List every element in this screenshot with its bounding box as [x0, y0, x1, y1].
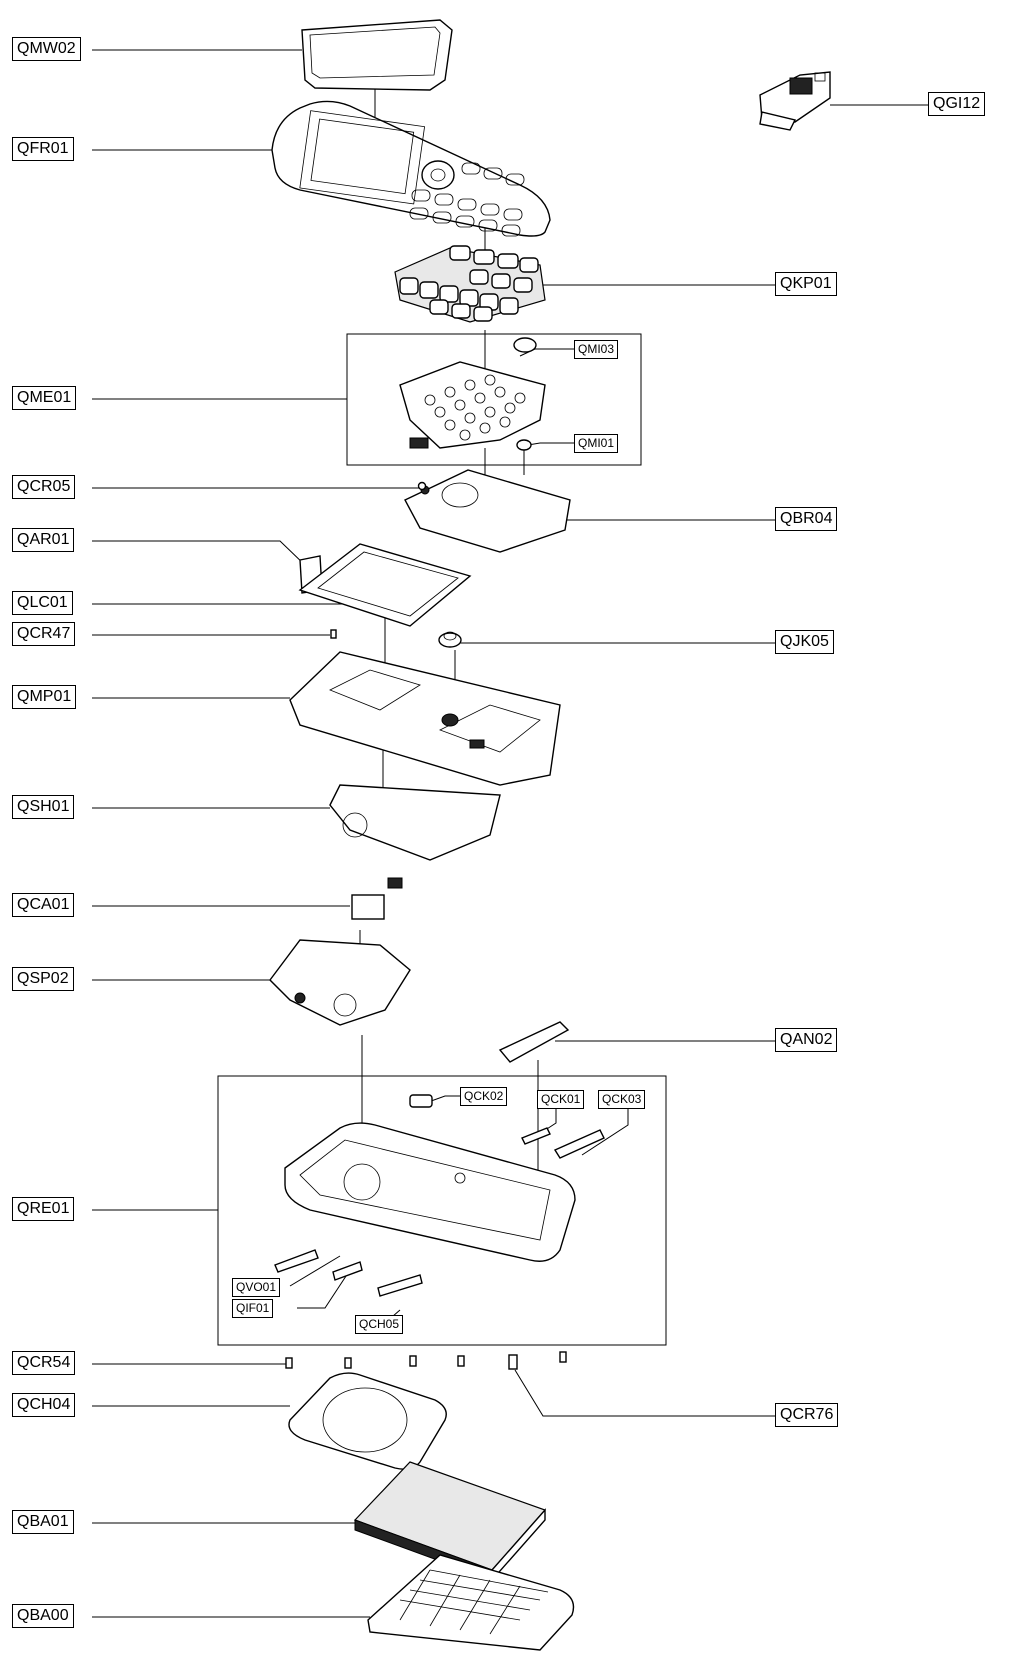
label-qar01: QAR01: [12, 528, 75, 552]
label-qsh01: QSH01: [12, 795, 75, 819]
label-qkp01: QKP01: [775, 272, 837, 296]
label-qch05: QCH05: [355, 1315, 404, 1334]
rear-housing-part: [274, 1094, 605, 1297]
label-qck02: QCK02: [460, 1087, 508, 1106]
cover-part: [288, 1372, 447, 1470]
label-qme01: QME01: [12, 386, 77, 410]
label-qcr47: QCR47: [12, 622, 76, 646]
main-board-part: [289, 651, 561, 786]
keypad-part: [394, 245, 546, 323]
label-qca01: QCA01: [12, 893, 75, 917]
label-qan02: QAN02: [775, 1028, 838, 1052]
window-lens-part: [301, 19, 453, 91]
label-qgi12: QGI12: [928, 92, 986, 116]
screw-qcr05: [417, 481, 427, 491]
label-qjk05: QJK05: [775, 630, 834, 654]
label-qfr01: QFR01: [12, 137, 74, 161]
side-key-qck02: [409, 1094, 433, 1108]
front-frame-part: [271, 100, 551, 237]
label-qck03: QCK03: [598, 1090, 646, 1109]
camera-part: [351, 877, 403, 920]
label-qck01: QCK01: [537, 1090, 585, 1109]
label-qcr54: QCR54: [12, 1351, 76, 1375]
screws-row: [285, 1351, 567, 1370]
label-qba01: QBA01: [12, 1510, 74, 1534]
label-qcr05: QCR05: [12, 475, 76, 499]
label-qre01: QRE01: [12, 1197, 75, 1221]
speaker-assembly-part: [269, 939, 411, 1026]
label-qmw02: QMW02: [12, 37, 81, 61]
label-qbr04: QBR04: [775, 507, 838, 531]
antenna-part: [498, 1021, 570, 1063]
label-qvo01: QVO01: [232, 1278, 281, 1297]
jack-part: [438, 631, 462, 648]
dome-sheet-part: [399, 337, 546, 451]
battery-cover-part: [367, 1554, 575, 1651]
label-qif01: QIF01: [232, 1299, 274, 1318]
lcd-module-part: [298, 543, 472, 627]
bracket-part: [404, 469, 571, 553]
label-qmp01: QMP01: [12, 685, 77, 709]
label-qmi03: QMI03: [574, 340, 619, 359]
screw-qcr47: [330, 629, 337, 639]
label-qlc01: QLC01: [12, 591, 73, 615]
label-qba00: QBA00: [12, 1604, 74, 1628]
label-qch04: QCH04: [12, 1393, 76, 1417]
shield-part: [329, 784, 501, 861]
label-qsp02: QSP02: [12, 967, 74, 991]
connector-part: [759, 71, 831, 131]
label-qcr76: QCR76: [775, 1403, 839, 1427]
label-qmi01: QMI01: [574, 434, 619, 453]
